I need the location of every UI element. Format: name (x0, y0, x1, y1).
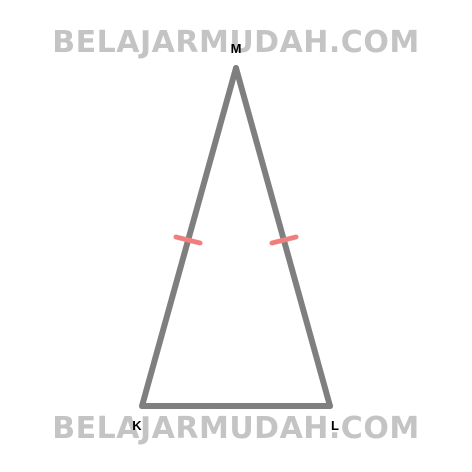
side-km (139, 65, 239, 409)
vertex-label-l: L (331, 418, 339, 433)
vertex-label-m: M (231, 41, 242, 56)
watermark-top: BELAJARMUDAH.COM (52, 25, 419, 60)
vertex-label-k: K (132, 418, 142, 433)
tick-mark-lm (269, 234, 299, 246)
tick-mark-km (173, 234, 203, 246)
side-lm (233, 65, 333, 409)
watermark-bottom: BELAJARMUDAH.COM (52, 411, 419, 446)
